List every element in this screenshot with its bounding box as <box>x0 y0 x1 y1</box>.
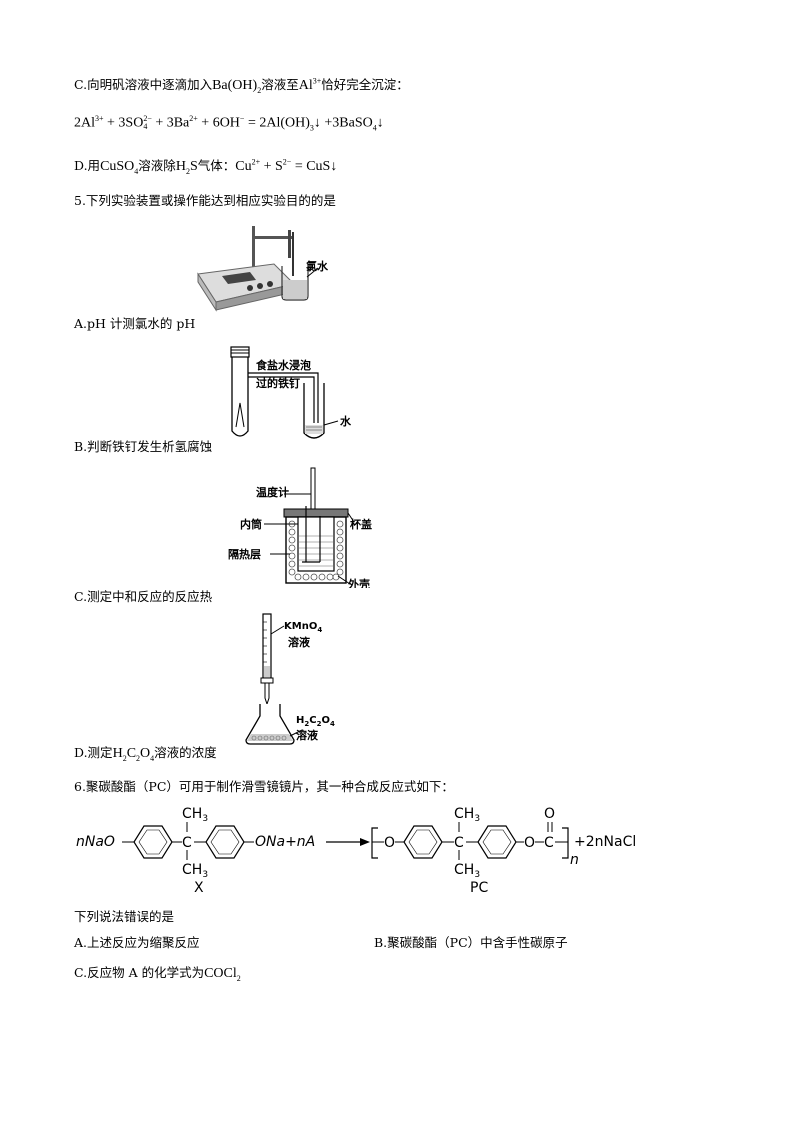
label-thermometer: 温度计 <box>256 485 289 499</box>
label-water: 水 <box>340 414 352 428</box>
calorimeter-figure: 温度计 内筒 杯盖 隔热层 外壳 <box>228 467 372 588</box>
question-5: 5.下列实验装置或操作能达到相应实验目的的是 <box>74 193 336 208</box>
label-solution-bottom: 溶液 <box>296 728 319 742</box>
option-6a: A.上述反应为缩聚反应 <box>74 935 200 950</box>
product-methyl-bottom: CH3 <box>454 862 480 880</box>
label-outer-shell: 外壳 <box>347 577 370 588</box>
label-chlorine-water: 氯水 <box>306 259 329 273</box>
product-nacl: +2nNaCl <box>574 834 636 850</box>
carbonyl-carbon: C <box>544 835 554 851</box>
product-o1: O <box>384 835 395 851</box>
question-6-prompt: 下列说法错误的是 <box>74 909 175 924</box>
ph-meter-figure: 氯水 <box>197 226 329 312</box>
reactant-ona: ONa+nA <box>255 834 315 850</box>
label-iron-nail: 过的铁钉 <box>256 376 300 390</box>
product-carbon: C <box>454 835 464 851</box>
methyl-bottom: CH3 <box>182 862 208 880</box>
quaternary-carbon: C <box>182 835 192 851</box>
label-insulation: 隔热层 <box>228 547 261 561</box>
product-methyl-top: CH3 <box>454 806 480 824</box>
titration-figure: KMnO4 溶液 H2C2O4 溶液 <box>245 613 335 745</box>
polymerization-reaction: nNaO C CH3 CH3 ONa+nA X O C CH3 CH3 <box>76 806 636 896</box>
label-pc: PC <box>470 880 488 896</box>
option-6c: C.反应物 A 的化学式为COCl2 <box>74 965 241 983</box>
caption-c: C.测定中和反应的反应热 <box>74 589 213 604</box>
label-salt-water: 食盐水浸泡 <box>256 358 311 372</box>
label-cup-lid: 杯盖 <box>350 517 372 531</box>
option-6b: B.聚碳酸酯（PC）中含手性碳原子 <box>374 935 568 950</box>
caption-d: D.测定H2C2O4溶液的浓度 <box>74 745 217 763</box>
carbonyl-oxygen: O <box>544 806 555 822</box>
product-o2: O <box>524 835 535 851</box>
caption-a: A.pH 计测氯水的 pH <box>74 316 196 331</box>
label-h2c2o4: H2C2O4 <box>296 715 335 728</box>
option-c-text: C.向明矾溶液中逐滴加入Ba(OH)2溶液至Al3+恰好完全沉淀： <box>74 76 409 95</box>
label-kmno4: KMnO4 <box>284 621 322 634</box>
label-inner-cylinder: 内筒 <box>240 517 262 531</box>
question-6: 6.聚碳酸酯（PC）可用于制作滑雪镜镜片，其一种合成反应式如下： <box>74 779 454 794</box>
caption-b: B.判断铁钉发生析氢腐蚀 <box>74 439 213 454</box>
label-solution-top: 溶液 <box>288 635 311 649</box>
reactant-nnao: nNaO <box>76 834 115 850</box>
label-x: X <box>194 880 204 896</box>
option-d-text: D.用CuSO4溶液除H2S气体：Cu2+ + S2− = CuS↓ <box>74 157 338 176</box>
repeat-n: n <box>570 852 579 868</box>
methyl-top: CH3 <box>182 806 208 824</box>
iron-nail-figure: 食盐水浸泡 过的铁钉 水 <box>230 346 352 439</box>
